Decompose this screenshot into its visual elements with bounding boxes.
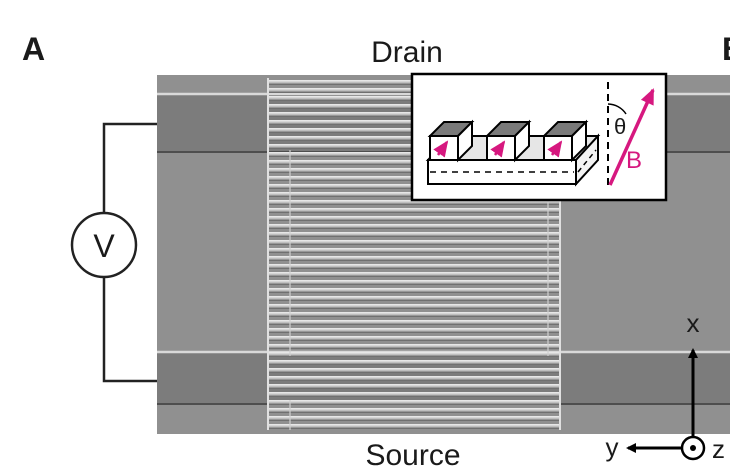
voltmeter-circuit: V bbox=[70, 122, 157, 383]
nanowire-stripe bbox=[268, 280, 560, 285]
nanowire-stripe bbox=[268, 240, 560, 245]
nanowire-stripe bbox=[268, 400, 560, 405]
voltmeter-label: V bbox=[93, 228, 115, 264]
nanowire-stripe bbox=[268, 328, 560, 333]
nanowire-stripe bbox=[268, 200, 560, 205]
magnetic-moment-arrow bbox=[433, 140, 449, 158]
nanowire-block bbox=[541, 119, 589, 163]
nanowire-stripe bbox=[268, 352, 560, 357]
nanowire-stripe bbox=[268, 216, 560, 221]
nanowire-block bbox=[427, 119, 475, 163]
drain-label: Drain bbox=[371, 36, 443, 69]
nanowire-stripe bbox=[268, 304, 560, 309]
y-axis-label: y bbox=[606, 432, 619, 462]
nanowire-stripe bbox=[268, 336, 560, 341]
nanowire-stripe bbox=[268, 384, 560, 389]
nanowire-stripe bbox=[268, 392, 560, 397]
angle-arc bbox=[607, 103, 627, 115]
nanowire-stripe bbox=[268, 408, 560, 413]
nanowire-stripe bbox=[268, 248, 560, 253]
field-label: B bbox=[626, 147, 642, 174]
nanowire-block bbox=[484, 119, 532, 163]
source-label: Source bbox=[365, 439, 460, 472]
nanowire-stripe bbox=[268, 424, 560, 429]
voltmeter-symbol bbox=[70, 211, 138, 279]
magnetic-moment-arrow bbox=[490, 140, 506, 158]
nanowire-stripe bbox=[268, 264, 560, 269]
nanowire-stripe bbox=[268, 272, 560, 277]
magnetic-moment-arrow bbox=[547, 140, 563, 158]
z-axis-label: z bbox=[712, 434, 725, 464]
theta-symbol: θ bbox=[614, 114, 626, 139]
nanowire-stripe bbox=[268, 288, 560, 293]
nanowire-stripe bbox=[268, 208, 560, 213]
inset-schematic: θ B bbox=[410, 72, 668, 202]
next-panel-label: B bbox=[722, 31, 730, 67]
nanowire-stripe bbox=[268, 344, 560, 349]
x-axis-label: x bbox=[687, 308, 700, 338]
nanowire-stripe bbox=[268, 360, 560, 365]
nanowire-stripe bbox=[268, 368, 560, 373]
nanowire-stripe bbox=[268, 312, 560, 317]
nanowire-stripe bbox=[268, 224, 560, 229]
coordinate-axes: x y z bbox=[606, 308, 726, 464]
field-arrow bbox=[608, 88, 655, 186]
nanowire-stripe bbox=[268, 256, 560, 261]
nanowire-stripe bbox=[268, 296, 560, 301]
nanowire-stripe bbox=[268, 232, 560, 237]
nanowire-stripe bbox=[268, 320, 560, 325]
panel-label: A bbox=[22, 31, 45, 67]
nanowire-stripe bbox=[268, 416, 560, 421]
nanowire-blocks bbox=[427, 119, 589, 163]
nanowire-stripe bbox=[268, 376, 560, 381]
